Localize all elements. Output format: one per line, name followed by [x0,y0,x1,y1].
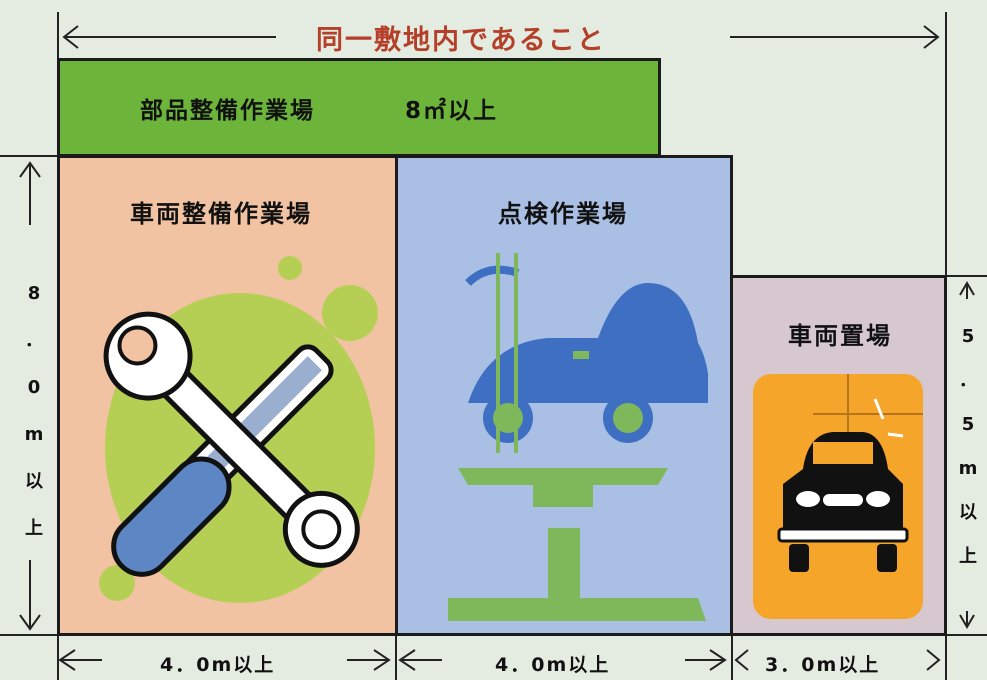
zone-inspection: 点検作業場 [395,155,733,636]
left-height-char: 以 [25,471,43,492]
header-title: 同一敷地内であること [316,25,606,56]
right-height-char: ． [959,370,977,391]
bottom-width-arrows [58,636,941,680]
zone-vehicle-maintenance-label: 車両整備作業場 [130,200,312,228]
parts-area-size: 8㎡以上 [405,98,499,124]
zone-vehicle-maintenance: 車両整備作業場 [57,155,398,636]
bottom-width-3: 3．0m以上 [765,654,881,676]
left-height-top-guide [0,155,60,157]
parts-area-label: 部品整備作業場 [140,98,315,124]
car-lift-icon [448,253,708,621]
left-height-char: m [24,424,44,445]
right-height-top-guide [940,275,987,277]
right-height-char: 5 [961,326,975,347]
left-height-char: 上 [25,518,43,539]
wrench-screwdriver-icon [99,256,378,603]
right-height-char: m [958,458,978,479]
zone-vehicle-parking: 車両置場 [730,275,947,636]
bottom-width-2: 4．0m以上 [495,654,611,676]
zone-inspection-label: 点検作業場 [498,200,628,228]
header-arrow [62,25,940,49]
right-height-arrow [959,281,975,629]
zone-vehicle-parking-label: 車両置場 [788,322,892,350]
right-height-char: 以 [959,502,977,523]
left-height-arrow [19,161,41,631]
right-height-char: 5 [961,414,975,435]
left-height-char: 0 [27,377,41,398]
right-height-char: 上 [959,546,977,567]
left-height-char: 8 [27,283,41,304]
bottom-width-1: 4．0m以上 [160,654,276,676]
car-parking-icon [753,374,923,619]
left-height-char: ． [25,330,43,351]
parts-area-bar: 部品整備作業場 8㎡以上 [57,58,661,157]
